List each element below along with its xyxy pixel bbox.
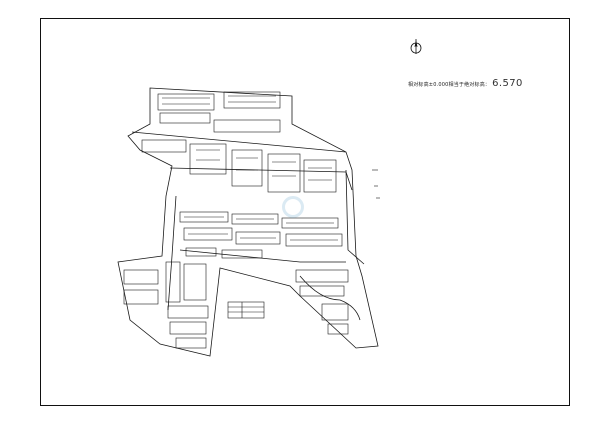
road-north xyxy=(131,131,347,153)
site-boundary xyxy=(117,87,379,357)
buildings-central xyxy=(179,211,343,259)
unit-hatching xyxy=(162,95,338,241)
road-west xyxy=(167,195,177,311)
road-south xyxy=(179,249,346,263)
road-curve xyxy=(299,275,361,321)
drawing-frame xyxy=(40,18,570,406)
elevation-label: 相对标高±0.000相当于绝对标高： xyxy=(408,82,491,88)
road-east xyxy=(345,169,365,265)
watermark xyxy=(282,196,308,218)
road-markers xyxy=(372,169,380,199)
legend-table xyxy=(227,301,265,319)
road-central xyxy=(169,167,353,191)
buildings-north xyxy=(141,91,337,193)
buildings-southwest xyxy=(123,261,209,349)
elevation-value: 6.570 xyxy=(492,78,523,89)
north-arrow-icon xyxy=(410,39,422,54)
watermark-logo-icon xyxy=(282,196,304,218)
elevation-note: 相对标高±0.000相当于绝对标高： 6.570 xyxy=(408,78,523,89)
buildings-southeast xyxy=(295,269,349,335)
